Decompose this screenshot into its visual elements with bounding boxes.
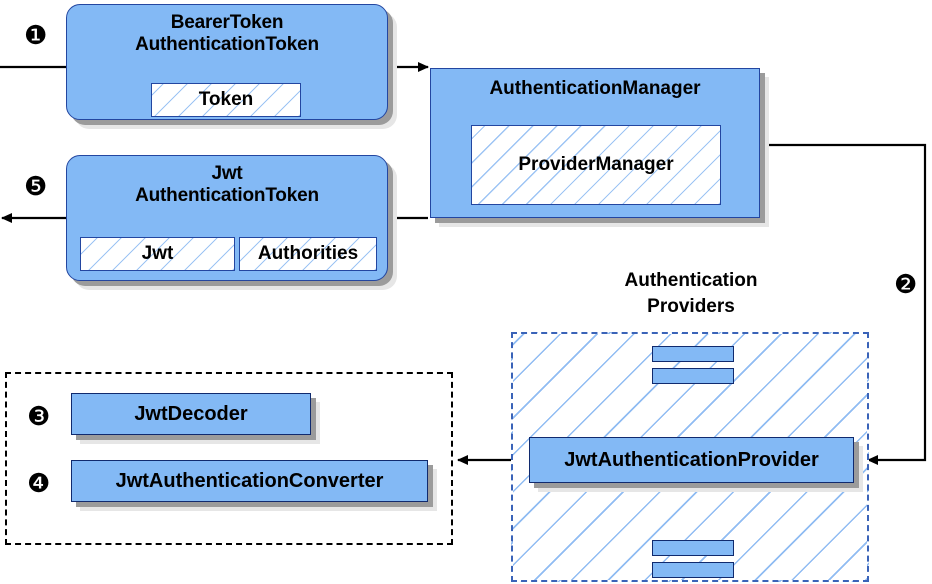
node-jwt-authentication-token[interactable]: Jwt AuthenticationToken Jwt Authorities xyxy=(66,155,388,281)
jwt-token-title-line1: Jwt xyxy=(211,163,243,184)
authentication-providers-label-line2: Providers xyxy=(647,296,735,317)
jwt-token-title-line2: AuthenticationToken xyxy=(135,185,319,206)
node-jwt-decoder[interactable]: JwtDecoder xyxy=(71,393,311,435)
step-marker-2: ❷ xyxy=(894,270,918,300)
group-jwt-helpers xyxy=(5,372,453,545)
authentication-providers-label: Authentication Providers xyxy=(568,268,814,320)
bearer-token-sub-label: Token xyxy=(198,89,254,110)
jwt-authentication-provider-label: JwtAuthenticationProvider xyxy=(564,448,819,471)
node-jwt-authentication-provider[interactable]: JwtAuthenticationProvider xyxy=(529,437,854,483)
step-marker-5: ❺ xyxy=(24,172,48,202)
authentication-manager-sub-provider-manager[interactable]: ProviderManager xyxy=(471,125,721,205)
jwt-token-sub-jwt[interactable]: Jwt xyxy=(80,237,235,271)
bearer-token-title-line1: BearerToken xyxy=(170,12,284,33)
jwt-token-sub-jwt-label: Jwt xyxy=(141,243,174,264)
bearer-token-sub-token[interactable]: Token xyxy=(151,83,301,117)
step-marker-4: ❹ xyxy=(27,469,51,499)
step-marker-3: ❸ xyxy=(27,402,51,432)
node-jwt-authentication-converter[interactable]: JwtAuthenticationConverter xyxy=(71,460,428,502)
jwt-authentication-converter-label: JwtAuthenticationConverter xyxy=(115,469,384,492)
jwt-decoder-label: JwtDecoder xyxy=(134,402,248,425)
arrow-manager-to-provider xyxy=(760,143,927,465)
provider-bar-top-2 xyxy=(652,368,734,384)
jwt-token-sub-authorities-label: Authorities xyxy=(257,243,359,264)
node-authentication-manager[interactable]: AuthenticationManager ProviderManager xyxy=(430,68,760,218)
provider-bar-bottom-2 xyxy=(652,562,734,578)
provider-bar-top-1 xyxy=(652,346,734,362)
jwt-token-sub-authorities[interactable]: Authorities xyxy=(239,237,377,271)
step-marker-1: ❶ xyxy=(24,21,48,51)
provider-manager-label: ProviderManager xyxy=(518,154,674,175)
node-bearer-token-authentication-token[interactable]: BearerToken AuthenticationToken Token xyxy=(66,4,388,120)
provider-bar-bottom-1 xyxy=(652,540,734,556)
bearer-token-title-line2: AuthenticationToken xyxy=(135,34,319,55)
authentication-manager-title: AuthenticationManager xyxy=(489,78,701,99)
authentication-providers-label-line1: Authentication xyxy=(624,270,758,291)
